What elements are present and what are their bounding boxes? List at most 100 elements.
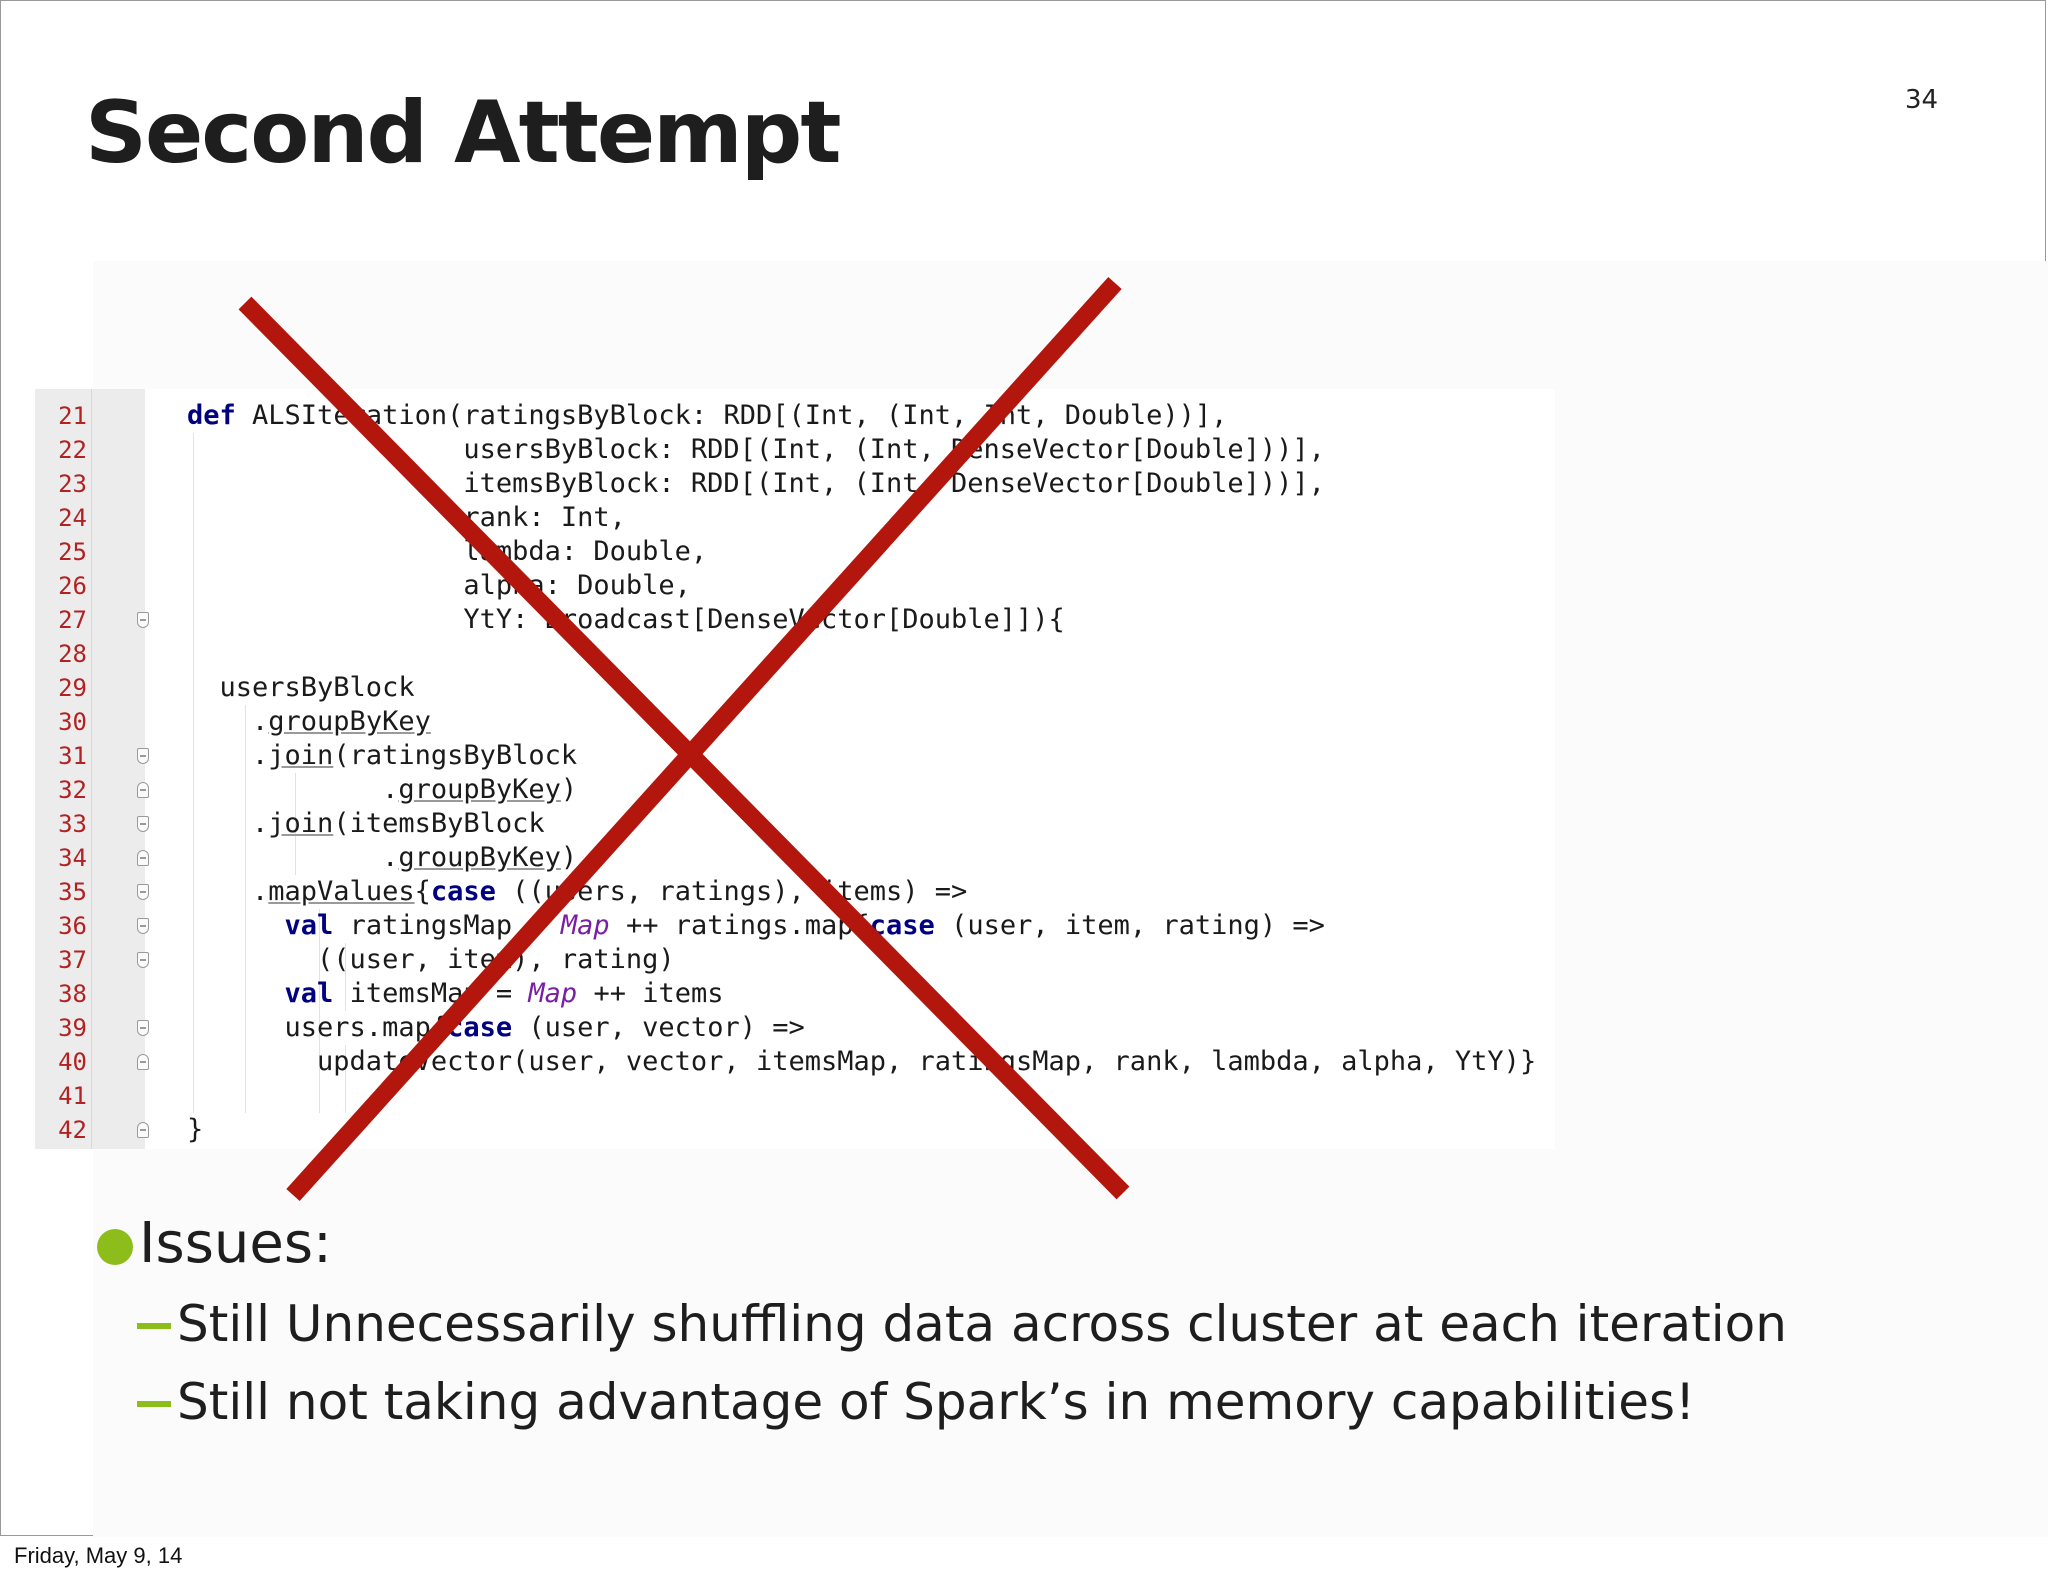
slide-title: Second Attempt bbox=[85, 83, 841, 183]
code-token: case bbox=[430, 876, 496, 907]
code-line: val itemsMap = Map ++ items bbox=[187, 977, 1536, 1011]
line-number: 22 bbox=[58, 436, 87, 464]
sub-bullet-text: Still not taking advantage of Spark’s in… bbox=[177, 1373, 1696, 1431]
code-line: .groupByKey) bbox=[187, 841, 1536, 875]
slide: Second Attempt 34 21 22 23 24 25 26 27 28 29 30 31… bbox=[0, 0, 2048, 1537]
code-token: (ratingsByBlock bbox=[333, 740, 578, 771]
code-token: } bbox=[187, 1114, 204, 1145]
code-token: (user, vector) => bbox=[512, 1012, 805, 1043]
code-line: users.map{case (user, vector) => bbox=[187, 1011, 1536, 1045]
dash-bullet-icon bbox=[137, 1401, 171, 1407]
code-token: groupByKey bbox=[268, 706, 431, 737]
code-token: Map bbox=[560, 910, 610, 941]
code-token: def bbox=[187, 400, 236, 431]
line-number: 27 bbox=[58, 606, 87, 634]
code-line: .mapValues{case ((users, ratings), items… bbox=[187, 875, 1536, 909]
code-token: . bbox=[187, 740, 269, 771]
line-number: 31 bbox=[58, 742, 87, 770]
bullet-text: Issues: bbox=[139, 1211, 332, 1276]
code-token: . bbox=[187, 842, 399, 873]
code-line: .groupByKey) bbox=[187, 773, 1536, 807]
code-fold-marker-icon[interactable] bbox=[137, 782, 149, 798]
line-number: 42 bbox=[58, 1116, 87, 1144]
code-fold-marker-icon[interactable] bbox=[137, 612, 149, 628]
code-line: .join(ratingsByBlock bbox=[187, 739, 1536, 773]
dash-bullet-icon bbox=[137, 1323, 171, 1329]
code-token: lambda: Double, bbox=[187, 536, 708, 567]
code-line: usersByBlock: RDD[(Int, (Int, DenseVecto… bbox=[187, 433, 1536, 467]
code-line: val ratingsMap = Map ++ ratings.map{case… bbox=[187, 909, 1536, 943]
code-token: ++ ratings.map{ bbox=[609, 910, 870, 941]
code-fold-marker-icon[interactable] bbox=[137, 952, 149, 968]
code-token: (itemsByBlock bbox=[333, 808, 545, 839]
code-token: usersByBlock bbox=[187, 672, 415, 703]
code-line: YtY: Broadcast[DenseVector[Double]]){ bbox=[187, 603, 1536, 637]
code-token bbox=[187, 978, 285, 1009]
line-number: 38 bbox=[58, 980, 87, 1008]
code-token: ALSIteration(ratingsByBlock: RDD[(Int, (… bbox=[235, 400, 1228, 431]
code-token: alpha: Double, bbox=[187, 570, 691, 601]
gutter-separator bbox=[91, 389, 92, 1149]
code-token: val bbox=[284, 978, 334, 1009]
code-fold-marker-icon[interactable] bbox=[137, 884, 149, 900]
line-number: 36 bbox=[58, 912, 87, 940]
code-line bbox=[187, 1079, 1536, 1113]
code-fold-marker-icon[interactable] bbox=[137, 748, 149, 764]
code-line: usersByBlock bbox=[187, 671, 1536, 705]
line-number: 21 bbox=[58, 402, 87, 430]
code-token: YtY: Broadcast[DenseVector[Double]]){ bbox=[187, 604, 1065, 635]
code-fold-marker-icon[interactable] bbox=[137, 918, 149, 934]
line-number: 37 bbox=[58, 946, 87, 974]
sub-bullet-text: Still Unnecessarily shuffling data acros… bbox=[177, 1295, 1787, 1353]
code-fold-marker-icon[interactable] bbox=[137, 1054, 149, 1070]
code-token: itemsMap = bbox=[333, 978, 529, 1009]
code-line: rank: Int, bbox=[187, 501, 1536, 535]
line-number: 34 bbox=[58, 844, 87, 872]
code-token: mapValues bbox=[268, 876, 415, 907]
code-token: ++ items bbox=[577, 978, 724, 1009]
code-token: rank: Int, bbox=[187, 502, 626, 533]
code-token: . bbox=[187, 774, 399, 805]
code-token: updateVector(user, vector, itemsMap, rat… bbox=[187, 1046, 1537, 1077]
line-number: 30 bbox=[58, 708, 87, 736]
code-token: join bbox=[268, 808, 334, 839]
code-token: ) bbox=[560, 842, 578, 873]
code-token: case bbox=[447, 1012, 513, 1043]
line-number: 25 bbox=[58, 538, 87, 566]
code-token: join bbox=[268, 740, 334, 771]
code-token: ((users, ratings), items) => bbox=[495, 876, 968, 907]
code-token: . bbox=[187, 876, 269, 907]
code-fold-marker-icon[interactable] bbox=[137, 850, 149, 866]
line-number: 23 bbox=[58, 470, 87, 498]
code-token: ratingsMap = bbox=[333, 910, 561, 941]
code-token: groupByKey bbox=[398, 774, 561, 805]
code-fold-marker-icon[interactable] bbox=[137, 1020, 149, 1036]
code-token bbox=[187, 910, 285, 941]
code-line: lambda: Double, bbox=[187, 535, 1536, 569]
line-number: 39 bbox=[58, 1014, 87, 1042]
code-line: def ALSIteration(ratingsByBlock: RDD[(In… bbox=[187, 399, 1536, 433]
code-line: .groupByKey bbox=[187, 705, 1536, 739]
code-token: groupByKey bbox=[398, 842, 561, 873]
code-line bbox=[187, 637, 1536, 671]
code-token: (user, item, rating) => bbox=[934, 910, 1325, 941]
code-line: itemsByBlock: RDD[(Int, (Int, DenseVecto… bbox=[187, 467, 1536, 501]
code-token: . bbox=[187, 706, 269, 737]
code-fold-marker-icon[interactable] bbox=[137, 816, 149, 832]
line-number: 26 bbox=[58, 572, 87, 600]
line-number: 29 bbox=[58, 674, 87, 702]
line-number: 32 bbox=[58, 776, 87, 804]
code-token: . bbox=[187, 808, 269, 839]
code-line: updateVector(user, vector, itemsMap, rat… bbox=[187, 1045, 1536, 1079]
line-number: 24 bbox=[58, 504, 87, 532]
code-fold-marker-icon[interactable] bbox=[137, 1122, 149, 1138]
footer-date: Friday, May 9, 14 bbox=[14, 1543, 183, 1568]
code-token: usersByBlock: RDD[(Int, (Int, DenseVecto… bbox=[187, 434, 1325, 465]
code-token: Map bbox=[528, 978, 578, 1009]
code-line: .join(itemsByBlock bbox=[187, 807, 1536, 841]
code-token: ((user, item), rating) bbox=[187, 944, 675, 975]
line-number: 28 bbox=[58, 640, 87, 668]
code-token: val bbox=[284, 910, 334, 941]
